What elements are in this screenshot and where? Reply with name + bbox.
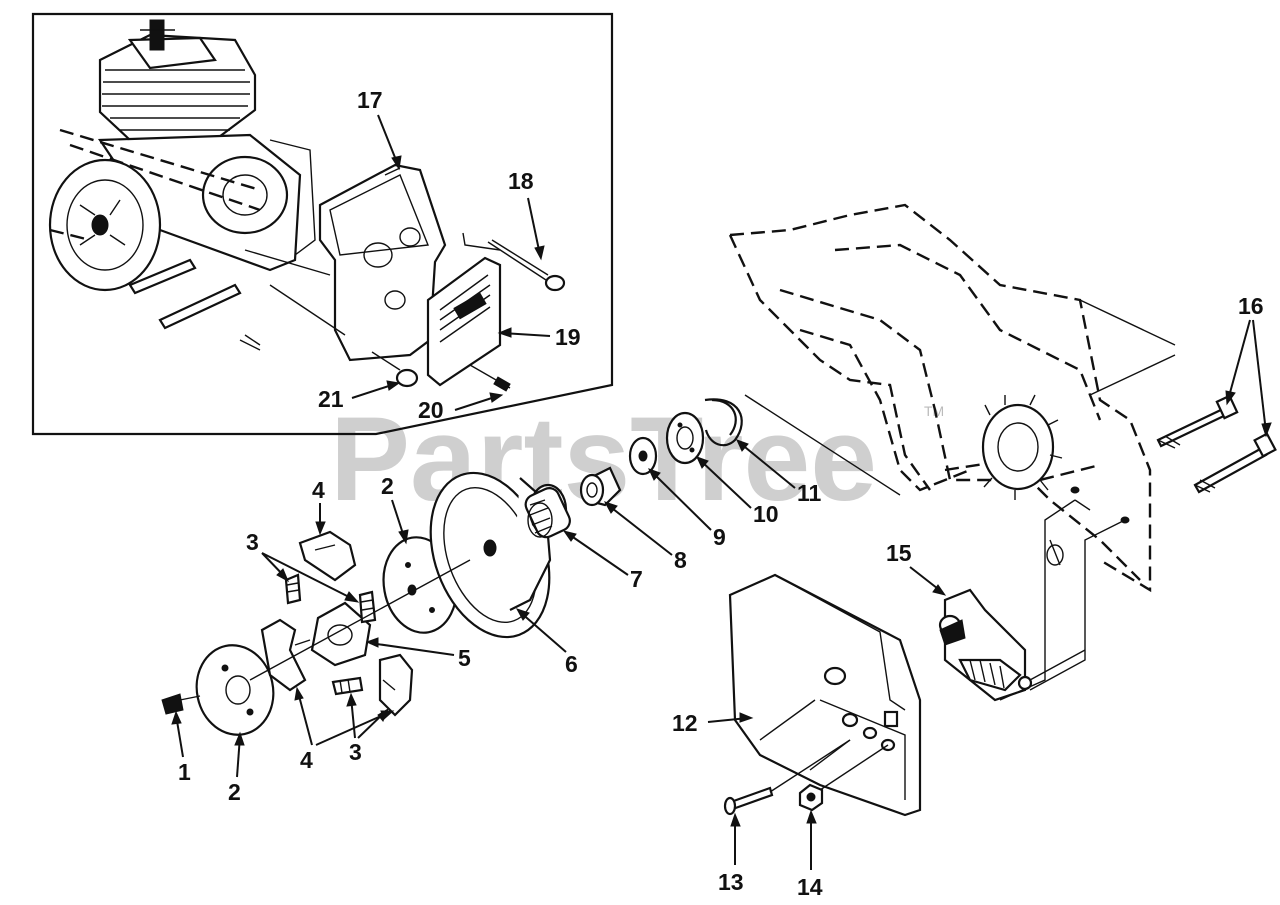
washer-10 [665, 411, 705, 465]
callout-8: 8 [674, 547, 687, 573]
leader-lines [171, 114, 1272, 870]
callout-3: 3 [246, 529, 259, 555]
sprocket [981, 394, 1063, 500]
watermark-text: PartsTree [330, 392, 877, 526]
callout-20: 20 [418, 397, 444, 423]
callout-13: 13 [718, 869, 744, 895]
callout-11: 11 [797, 480, 822, 506]
washer-9 [628, 436, 658, 476]
callout-2: 2 [381, 473, 394, 499]
screw-20 [469, 364, 511, 392]
screw-1 [161, 693, 201, 715]
bolt-13 [723, 739, 851, 816]
nut-14 [798, 744, 889, 812]
muffler-body [318, 163, 447, 362]
callout-4: 4 [300, 747, 313, 773]
callout-7: 7 [630, 566, 643, 592]
sprocket-cover [728, 573, 922, 817]
engine-cylinder [59, 19, 316, 272]
callout-1: 1 [178, 759, 191, 785]
clutch-shoes [260, 530, 414, 717]
callout-19: 19 [555, 324, 581, 350]
callout-21: 21 [318, 386, 344, 412]
spacer-8 [579, 466, 622, 507]
callout-14: 14 [797, 874, 823, 900]
clutch-drum [429, 471, 552, 639]
callout-5: 5 [458, 645, 471, 671]
needle-bearing [524, 483, 571, 539]
snap-ring-11 [704, 398, 743, 447]
callout-labels: 1 2 2 3 3 4 4 5 6 7 8 9 10 11 12 13 14 1… [178, 87, 1264, 900]
callout-10: 10 [753, 501, 779, 527]
callout-4: 4 [312, 477, 325, 503]
callout-2: 2 [228, 779, 241, 805]
callout-15: 15 [886, 540, 912, 566]
screw-21 [371, 351, 419, 388]
bolt-18 [487, 239, 566, 292]
clutch-hub [294, 601, 372, 667]
crankcase [728, 203, 1176, 593]
callout-18: 18 [508, 168, 534, 194]
callout-6: 6 [565, 651, 578, 677]
callout-17: 17 [357, 87, 383, 113]
muffler-inset [31, 12, 614, 436]
clutch-washer-front [195, 644, 275, 736]
flywheel [48, 158, 162, 292]
callout-12: 12 [672, 710, 698, 736]
callout-3: 3 [349, 739, 362, 765]
bolts-16 [1156, 394, 1277, 494]
muffler-plate [426, 256, 502, 387]
chain-tensioner [938, 588, 1086, 702]
callout-16: 16 [1238, 293, 1264, 319]
callout-9: 9 [713, 524, 726, 550]
